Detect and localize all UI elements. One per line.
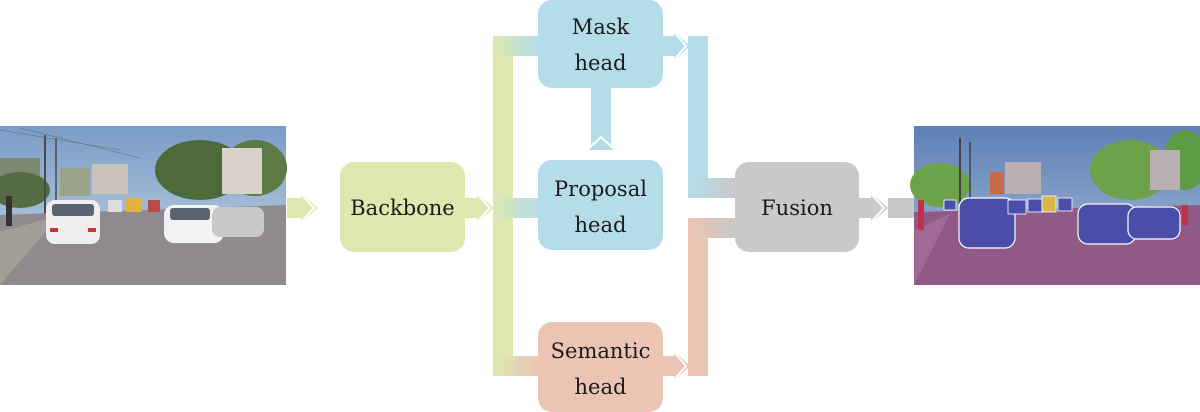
fusion-label: Fusion xyxy=(761,196,833,220)
fusion-node: Fusion xyxy=(735,162,859,252)
output-segmentation-image xyxy=(910,126,1200,285)
backbone-label: Backbone xyxy=(350,196,454,220)
input-street-photo xyxy=(0,126,287,285)
arrow-mask-to-fusion xyxy=(662,31,736,198)
semantic-head-label-line1: Semantic xyxy=(551,339,651,363)
arrow-semantic-to-fusion xyxy=(662,218,736,381)
semantic-head-label-line2: head xyxy=(575,375,627,399)
arrow-input-to-backbone xyxy=(287,193,318,223)
backbone-node: Backbone xyxy=(340,162,465,252)
proposal-head-label-line2: head xyxy=(575,213,627,237)
connector-to-proposal-head xyxy=(493,198,539,218)
arrow-backbone-to-heads xyxy=(465,193,494,223)
proposal-head-label-line1: Proposal xyxy=(554,177,647,201)
connector-to-semantic-head xyxy=(493,356,539,376)
arrow-proposal-to-mask xyxy=(586,88,616,151)
mask-head-label-line1: Mask xyxy=(572,15,630,39)
semantic-head-node: Semantic head xyxy=(538,322,663,412)
mask-head-node: Mask head xyxy=(538,0,663,88)
connector-to-mask-head xyxy=(493,36,539,56)
arrow-fusion-to-output xyxy=(859,193,914,223)
mask-head-label-line2: head xyxy=(575,51,627,75)
proposal-head-node: Proposal head xyxy=(538,160,663,250)
